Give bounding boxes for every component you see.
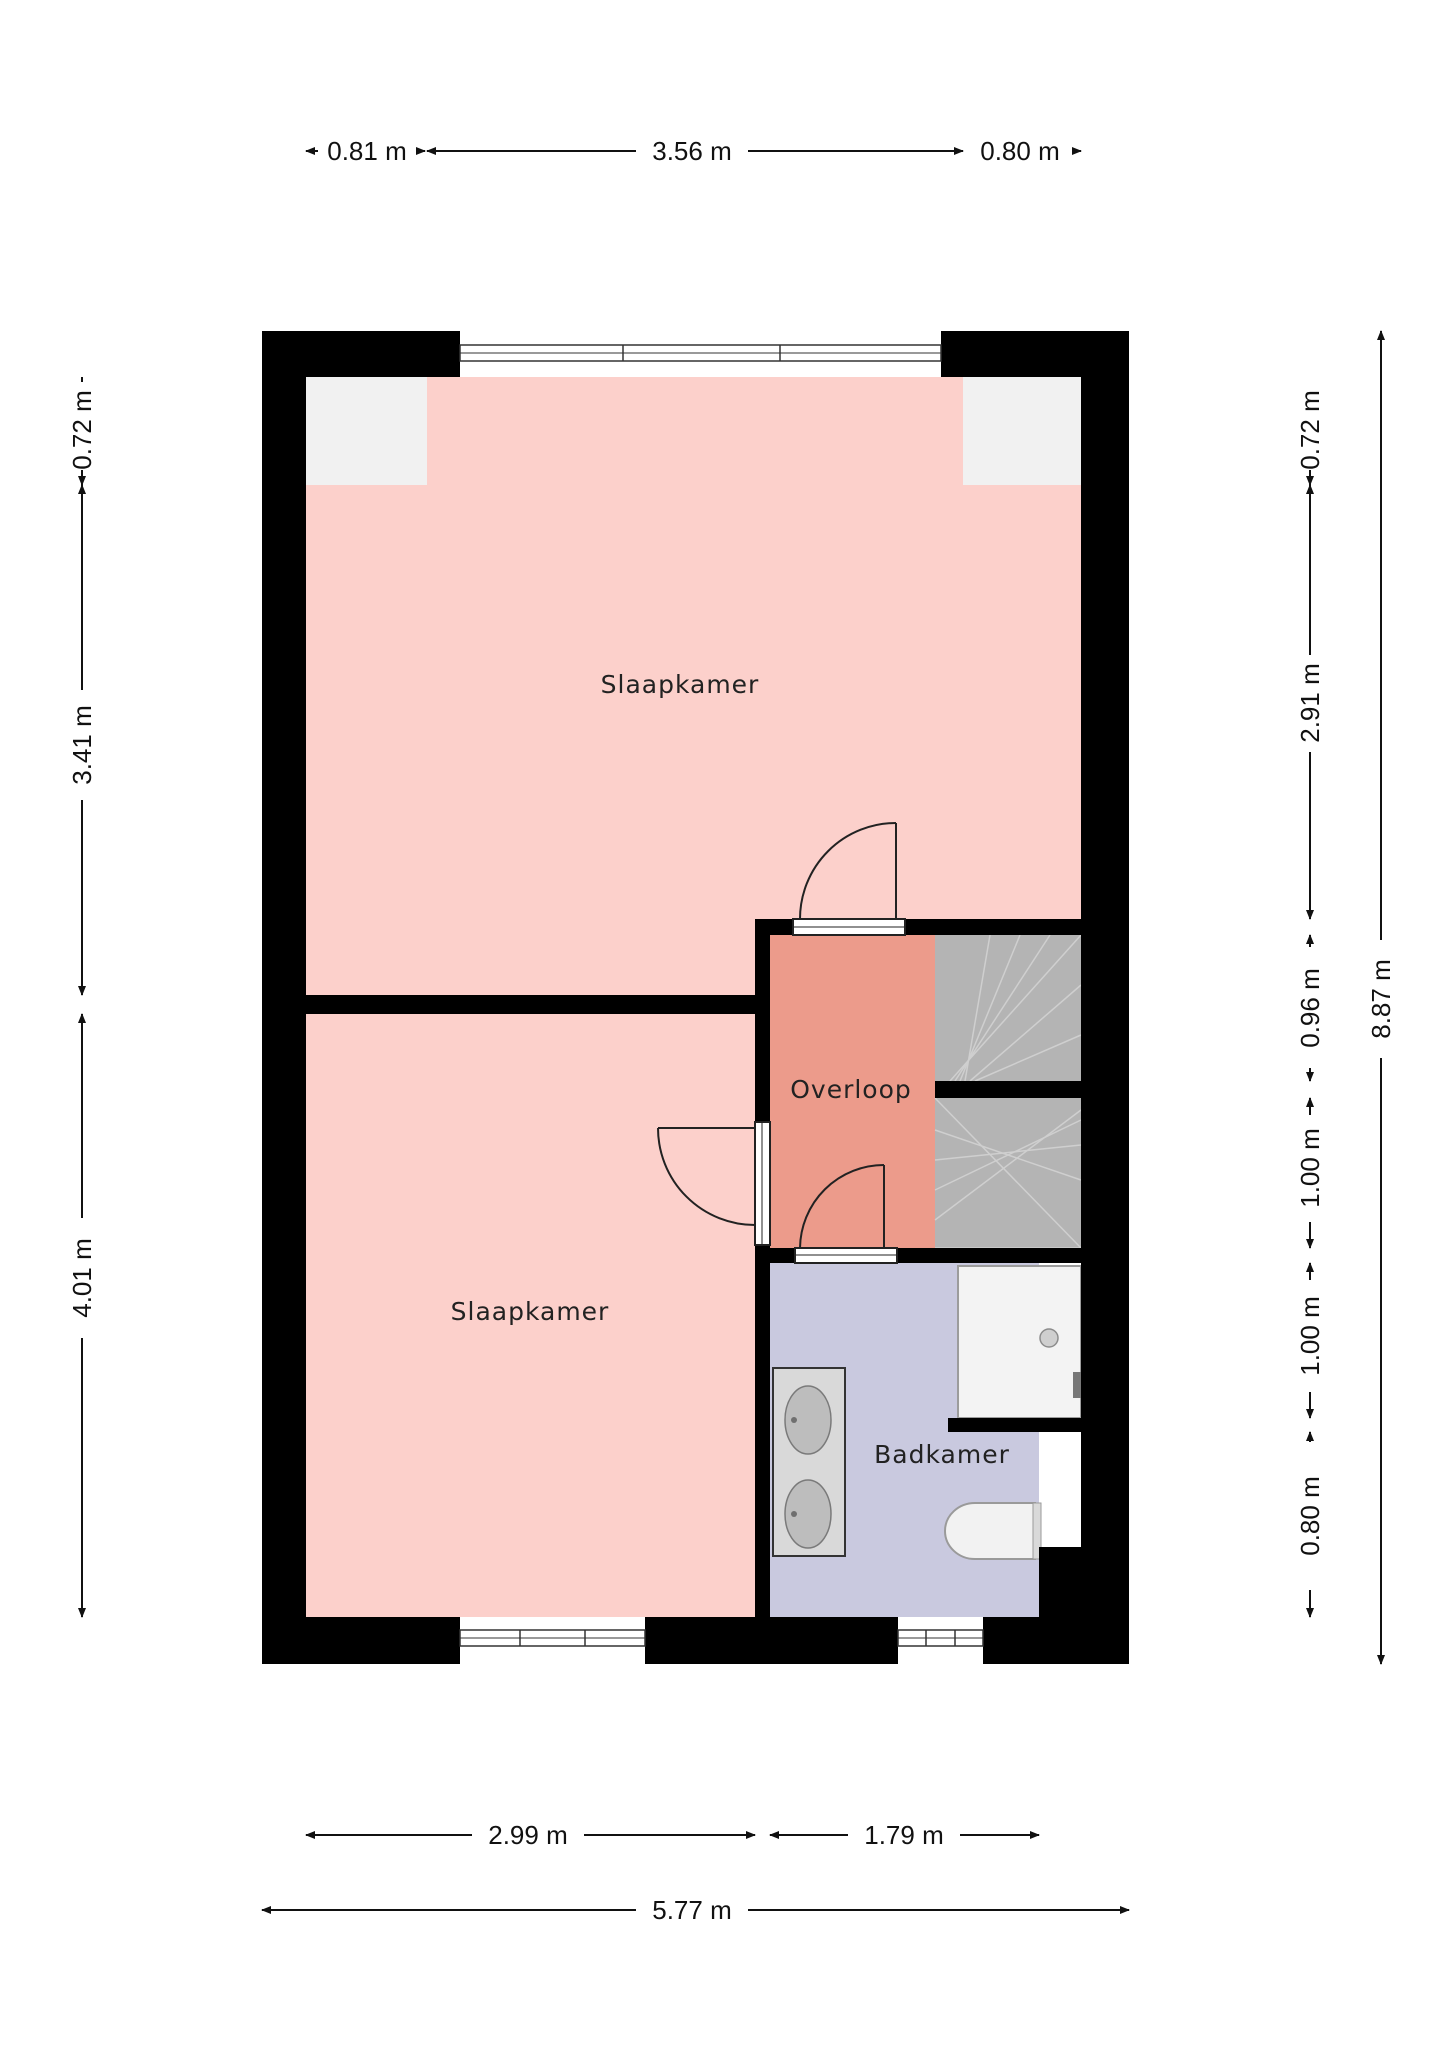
- dimension-right-inner: 0.72 m 2.91 m 0.96 m 1.00 m 1.00 m 0.80 …: [1295, 390, 1325, 1618]
- dimension-bottom-total: 5.77 m: [261, 1895, 1130, 1925]
- dim-bottom-0: 2.99 m: [488, 1820, 568, 1850]
- dim-left-1: 3.41 m: [67, 705, 97, 785]
- light-zone-left: [306, 377, 427, 485]
- toilet: [944, 1502, 1042, 1560]
- dim-left-2: 4.01 m: [67, 1238, 97, 1318]
- shower: [957, 1265, 1082, 1419]
- dim-right-total: 8.87 m: [1366, 959, 1396, 1039]
- room-label-bathroom: Badkamer: [874, 1440, 1010, 1469]
- dim-right-3: 1.00 m: [1295, 1128, 1325, 1208]
- dim-right-5: 0.80 m: [1295, 1476, 1325, 1556]
- dimension-right-total: 8.87 m: [1366, 330, 1396, 1665]
- dim-top-1: 3.56 m: [652, 136, 732, 166]
- dimension-left: 0.72 m 3.41 m 4.01 m: [67, 377, 97, 1618]
- room-label-bedroom-top: Slaapkamer: [601, 670, 760, 699]
- dim-right-0: 0.72 m: [1295, 390, 1325, 470]
- light-zone-right: [963, 377, 1081, 485]
- door-bedroom-bottom: [657, 1121, 771, 1246]
- dim-left-0: 0.72 m: [67, 390, 97, 470]
- door-bathroom: [794, 1164, 898, 1264]
- room-landing: [770, 935, 935, 1248]
- dimension-top: 0.81 m 3.56 m 0.80 m: [305, 136, 1082, 166]
- door-bedroom-top: [792, 822, 906, 936]
- staircase: [934, 934, 1082, 1249]
- room-bedroom-bottom: [306, 1014, 755, 1617]
- double-washbasin: [772, 1367, 846, 1557]
- dim-top-0: 0.81 m: [327, 136, 407, 166]
- room-label-landing: Overloop: [790, 1075, 912, 1104]
- window-top: [459, 344, 942, 362]
- window-bottom-bedroom: [459, 1629, 646, 1647]
- dim-right-1: 2.91 m: [1295, 663, 1325, 743]
- dim-bottom-1: 1.79 m: [864, 1820, 944, 1850]
- dim-right-4: 1.00 m: [1295, 1296, 1325, 1376]
- walls: [262, 331, 1129, 1664]
- dim-right-2: 0.96 m: [1295, 968, 1325, 1048]
- dim-top-2: 0.80 m: [980, 136, 1060, 166]
- room-bedroom-top: [306, 377, 1081, 995]
- dim-bottom-total: 5.77 m: [652, 1895, 732, 1925]
- window-bottom-bathroom: [897, 1629, 984, 1647]
- room-label-bedroom-bottom: Slaapkamer: [451, 1297, 610, 1326]
- dimension-bottom-inner: 2.99 m 1.79 m: [305, 1820, 1040, 1850]
